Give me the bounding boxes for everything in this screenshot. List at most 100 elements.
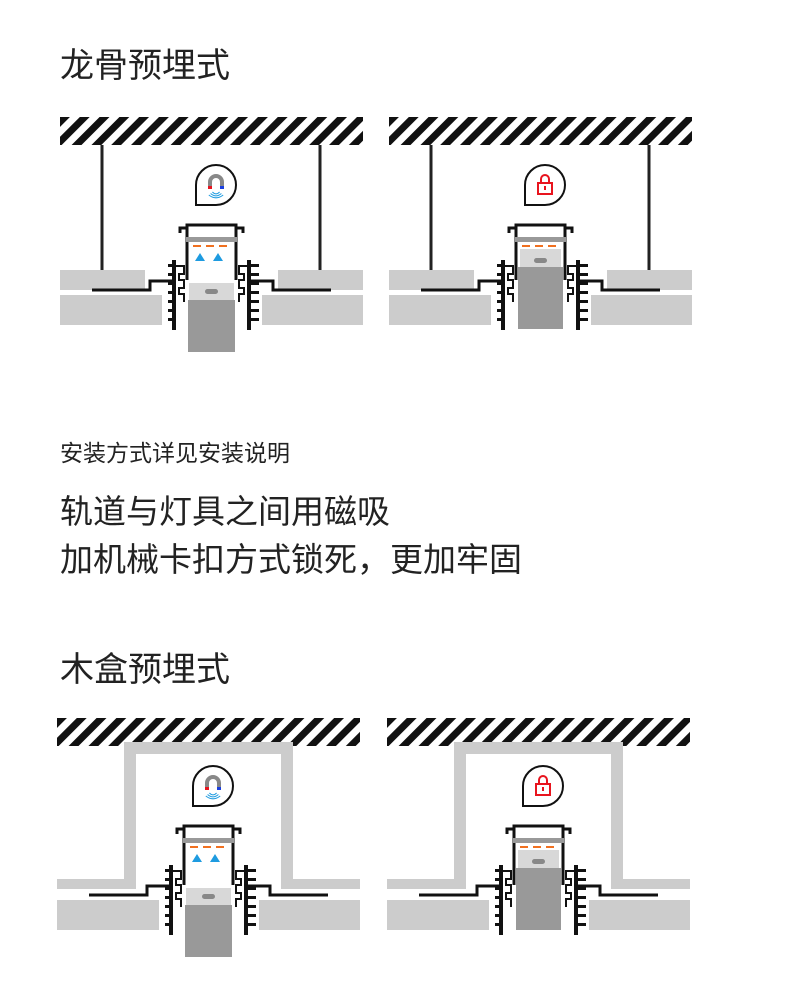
rail-tooth <box>251 300 259 303</box>
rail-tooth <box>251 291 259 294</box>
rail-tooth <box>580 309 588 312</box>
keel-board <box>60 270 145 290</box>
lamp-button <box>534 258 547 263</box>
rail-wall <box>247 260 251 330</box>
ceiling-board <box>259 900 360 930</box>
diffuser-bar <box>515 237 566 242</box>
magnet-wave <box>210 193 222 197</box>
wood-board <box>387 879 466 889</box>
led-strip <box>216 846 224 848</box>
led-strip <box>548 245 556 247</box>
led-light <box>213 253 223 261</box>
keel-board <box>607 270 692 290</box>
ceiling-board <box>389 295 491 325</box>
lamp-button <box>202 894 215 899</box>
wood-board <box>611 879 690 889</box>
rail-tooth <box>168 291 176 294</box>
track-flange <box>419 884 499 897</box>
ceiling-board <box>387 900 489 930</box>
rail-clip <box>173 870 182 907</box>
rail-tooth <box>248 869 256 872</box>
rail-tooth <box>578 887 586 890</box>
lock-keyhole <box>544 186 546 190</box>
channel-wall <box>185 225 238 280</box>
magnet-pole-red <box>205 787 209 790</box>
rail-tooth <box>251 264 259 267</box>
rail-wall <box>501 260 505 330</box>
rail-tooth <box>578 878 586 881</box>
track-flange <box>248 884 328 897</box>
rail-tooth <box>497 273 505 276</box>
rail-tooth <box>497 300 505 303</box>
lamp-button <box>205 289 218 294</box>
led-strip <box>193 245 201 247</box>
led-strip <box>203 846 211 848</box>
rail-tooth <box>580 291 588 294</box>
ceiling-slab <box>57 718 360 746</box>
track-flange <box>92 279 172 292</box>
lock-body <box>535 783 551 796</box>
magnet-pole-blue <box>220 186 224 189</box>
ceiling-slab <box>387 718 690 746</box>
rail-tooth <box>495 923 503 926</box>
led-strip <box>535 245 543 247</box>
wood-board <box>57 879 136 889</box>
diffuser-bar <box>183 838 234 843</box>
rail-tooth <box>168 282 176 285</box>
rail-tooth <box>251 318 259 321</box>
rail-tooth <box>165 869 173 872</box>
wood-panel-magnet <box>54 718 360 957</box>
led-strip <box>546 846 554 848</box>
rail-tooth <box>578 914 586 917</box>
rail-clip <box>238 265 247 302</box>
section-title-keel: 龙骨预埋式 <box>60 46 230 86</box>
rail-clip <box>567 265 576 302</box>
led-light <box>192 854 202 862</box>
rail-tooth <box>168 309 176 312</box>
led-strip <box>219 245 227 247</box>
wood-box <box>384 748 617 885</box>
lamp-body <box>188 300 235 352</box>
lock-icon <box>538 775 548 784</box>
rail-tooth <box>248 923 256 926</box>
diffuser-bar <box>513 838 564 843</box>
ceiling-board <box>60 295 162 325</box>
rail-tooth <box>497 282 505 285</box>
rail-wall <box>169 865 173 935</box>
lamp-body <box>185 905 232 957</box>
wood-board <box>281 879 360 889</box>
wood-box <box>54 748 287 885</box>
diffuser-bar <box>186 237 237 242</box>
keel-board <box>278 270 363 290</box>
channel-wall <box>512 826 565 885</box>
rail-tooth <box>248 905 256 908</box>
rail-tooth <box>251 273 259 276</box>
magnet-icon <box>205 775 221 788</box>
section-title-wood-box: 木盒预埋式 <box>60 650 230 690</box>
rail-tooth <box>165 887 173 890</box>
magnet-wave <box>212 191 220 195</box>
rail-tooth <box>165 923 173 926</box>
channel-cap <box>505 824 572 834</box>
rail-tooth <box>495 905 503 908</box>
rail-tooth <box>580 282 588 285</box>
rail-clip <box>235 870 244 907</box>
rail-tooth <box>497 309 505 312</box>
rail-tooth <box>495 896 503 899</box>
lock-icon <box>540 174 550 183</box>
channel-cap <box>175 824 242 834</box>
rail-tooth <box>580 273 588 276</box>
rail-tooth <box>251 282 259 285</box>
rail-tooth <box>578 905 586 908</box>
track-flange <box>578 884 658 897</box>
magnet-wave <box>209 792 217 796</box>
rail-tooth <box>495 887 503 890</box>
rail-tooth <box>165 896 173 899</box>
description-line-2: 加机械卡扣方式锁死，更加牢固 <box>60 540 522 579</box>
rail-wall <box>172 260 176 330</box>
rail-tooth <box>580 264 588 267</box>
track-flange <box>580 279 660 292</box>
ceiling-board <box>591 295 692 325</box>
rail-tooth <box>165 878 173 881</box>
